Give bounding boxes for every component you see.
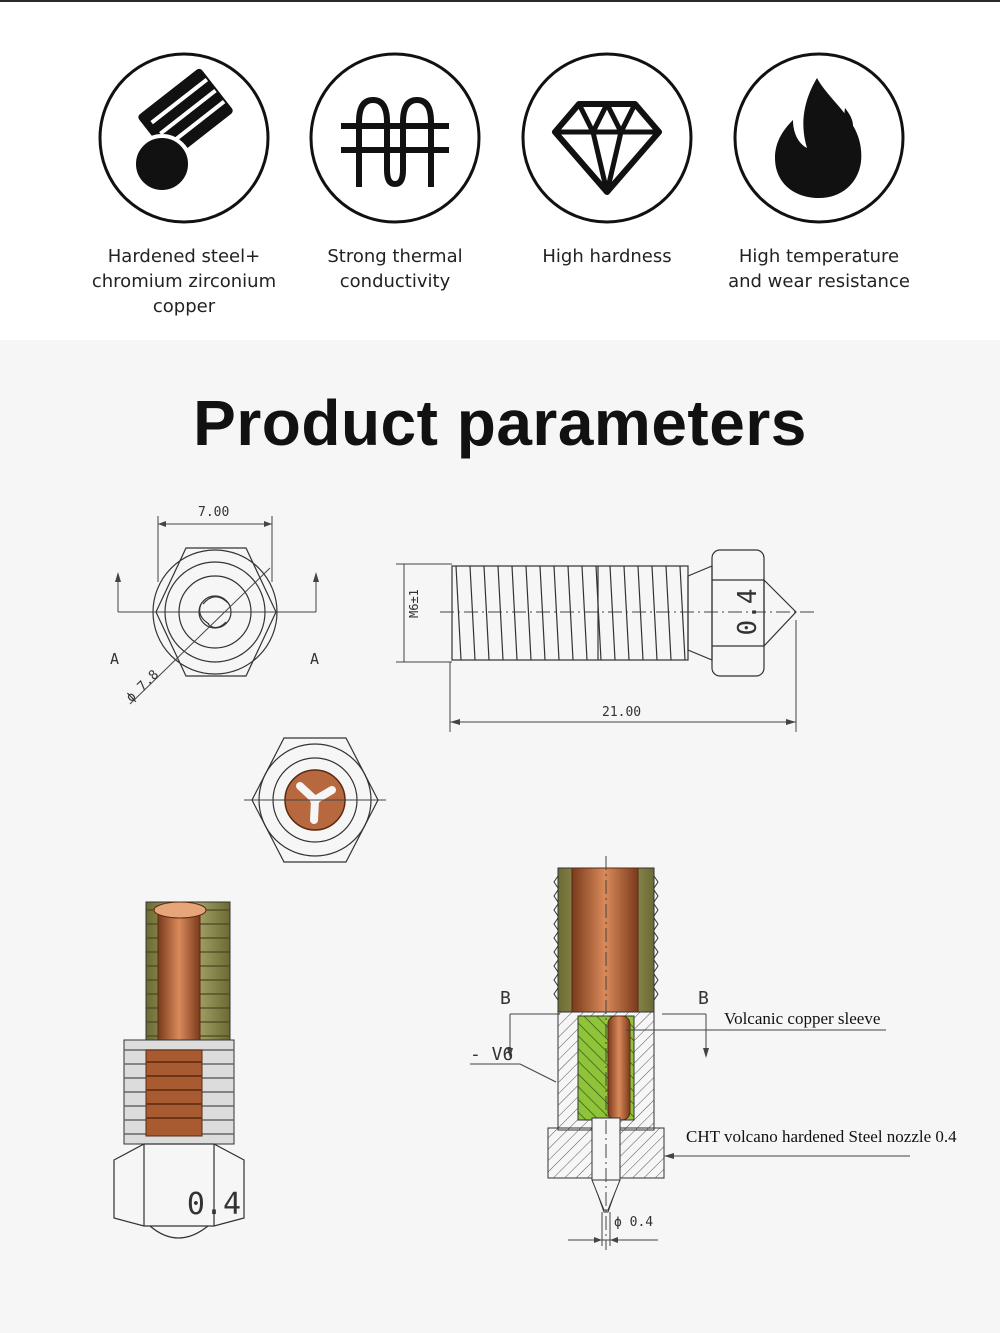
parameters-band <box>0 340 1000 1333</box>
section-label-a-right: A <box>310 650 319 668</box>
feature-label-line1: High hardness <box>542 246 672 267</box>
feature-label-line1: High temperature <box>738 246 900 267</box>
heat-coil-icon <box>309 52 481 224</box>
top-view: 7.00 A A ϕ 7.8 <box>110 505 319 705</box>
feature-high-temp: High temperature and wear resistance <box>719 52 919 294</box>
feature-label-line1: Hardened steel+ <box>107 246 261 267</box>
top-divider <box>0 0 1000 2</box>
section-label-b-right: B <box>698 988 709 1009</box>
section-title: Product parameters <box>193 387 807 459</box>
section-view: B B - V6 Volcanic copper sleeve CHT volc… <box>470 856 957 1250</box>
feature-hardened-steel: Hardened steel+ chromium zirconium coppe… <box>84 52 284 319</box>
nozzle-size-mark: 0.4 <box>733 589 763 636</box>
flame-icon <box>733 52 905 224</box>
diamond-icon <box>521 52 693 224</box>
side-view: M6±1 0.4 21.00 <box>396 549 816 732</box>
length-dimension: 21.00 <box>602 705 641 720</box>
feature-label-line2: and wear resistance <box>728 271 910 292</box>
feature-label-line2: conductivity <box>339 271 451 292</box>
thread-dimension: M6±1 <box>407 589 421 618</box>
bottom-view <box>244 737 386 863</box>
diameter-dimension: ϕ 7.8 <box>123 667 162 705</box>
steel-rod-icon <box>98 52 270 224</box>
cutaway-size-mark: 0.4 <box>187 1187 241 1222</box>
callout-hardened-nozzle: CHT volcano hardened Steel nozzle 0.4 <box>686 1127 957 1146</box>
feature-label-line2: chromium zirconium copper <box>91 271 277 317</box>
feature-label-line1: Strong thermal <box>327 246 463 267</box>
callout-copper-sleeve: Volcanic copper sleeve <box>724 1009 880 1028</box>
v6-label: - V6 <box>470 1044 513 1065</box>
orifice-dimension: ϕ 0.4 <box>614 1215 653 1230</box>
feature-hardness: High hardness <box>507 52 707 269</box>
cutaway-view: 0.4 <box>113 901 245 1239</box>
width-dimension: 7.00 <box>198 505 229 520</box>
section-label-b-left: B <box>500 988 511 1009</box>
section-label-a-left: A <box>110 650 119 668</box>
feature-thermal: Strong thermal conductivity <box>295 52 495 294</box>
